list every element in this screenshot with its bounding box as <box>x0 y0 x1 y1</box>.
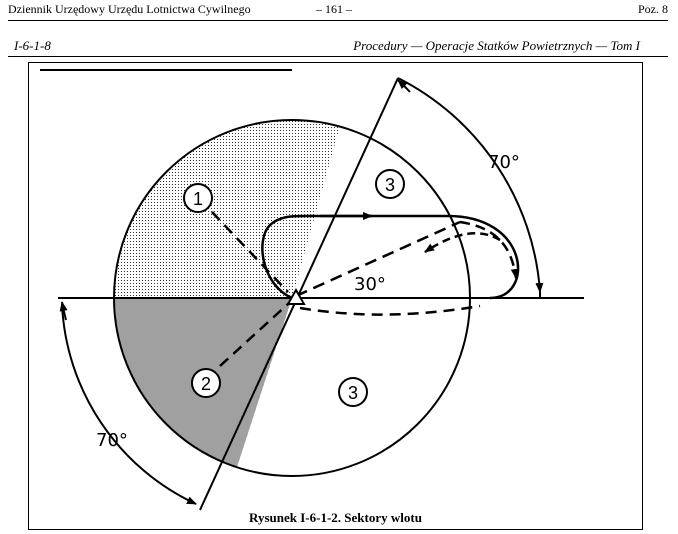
offset-30-path <box>295 220 461 298</box>
sector-3-label-upper: 3 <box>375 169 405 199</box>
angle-arc-upper-start <box>397 79 411 93</box>
holding-inbound-leg <box>261 214 445 300</box>
svg-text:2: 2 <box>201 374 211 394</box>
svg-text:3: 3 <box>385 175 395 195</box>
angle-label-lower: 70° <box>96 430 128 451</box>
sector-2-entry-path <box>219 303 289 367</box>
angle-arc-upper <box>397 77 544 293</box>
holding-fix-triangle <box>286 287 306 305</box>
sector-1-entry-path <box>211 211 289 293</box>
sector-2-label: 2 <box>191 368 221 398</box>
subheader-rule <box>8 56 668 57</box>
sector-3-label-lower: 3 <box>338 377 368 407</box>
page-number: – 161 – <box>316 2 352 16</box>
svg-text:1: 1 <box>193 189 203 209</box>
sector-1-label: 1 <box>183 183 213 213</box>
section-id: I-6-1-8 <box>14 38 51 53</box>
sector-3-entry-path <box>299 304 481 316</box>
figure-frame <box>28 62 643 530</box>
offset-return-path <box>424 232 501 254</box>
journal-title: Dziennik Urzędowy Urzędu Lotnictwa Cywil… <box>8 2 251 16</box>
header-rule <box>8 20 668 21</box>
position-number: Poz. 8 <box>638 2 668 16</box>
angle-label-inner: 30° <box>354 274 386 295</box>
svg-text:3: 3 <box>348 383 358 403</box>
angle-arc-lower <box>61 303 197 505</box>
figure-caption: Rysunek I-6-1-2. Sektory wlotu <box>249 510 422 525</box>
angle-arc-lower-start <box>59 301 68 321</box>
section-title: Procedury — Operacje Statków Powietrznyc… <box>353 38 640 53</box>
angle-label-upper: 70° <box>488 152 520 173</box>
holding-outbound-turn <box>444 214 520 300</box>
sector-1-fill <box>113 119 340 298</box>
